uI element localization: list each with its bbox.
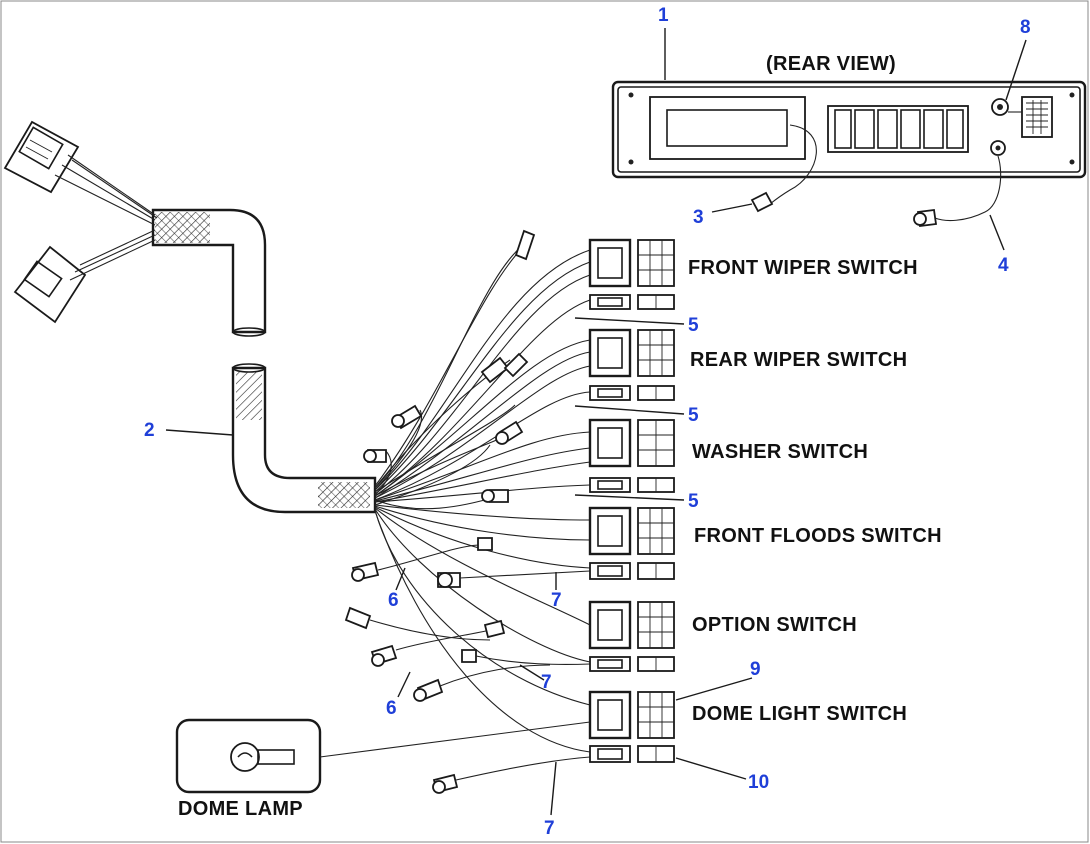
dome-light-switch-label: DOME LIGHT SWITCH	[692, 703, 907, 725]
washer-switch	[588, 418, 675, 493]
callout-3: 3	[693, 207, 704, 228]
pigtail-plugs	[344, 229, 591, 794]
front-floods-switch-label: FRONT FLOODS SWITCH	[694, 525, 942, 547]
callout-1: 1	[658, 5, 669, 26]
rear-wiper-switch-label: REAR WIPER SWITCH	[690, 349, 907, 371]
front-wiper-switch-label: FRONT WIPER SWITCH	[688, 257, 918, 279]
option-switch	[588, 600, 675, 672]
callout-7b: 7	[541, 672, 552, 693]
option-switch-label: OPTION SWITCH	[692, 614, 857, 636]
callout-7c: 7	[544, 818, 555, 839]
callout-7a: 7	[551, 590, 562, 611]
main-harness	[231, 363, 377, 514]
callout-4: 4	[998, 255, 1009, 276]
rear-view-label: (REAR VIEW)	[766, 53, 896, 75]
dome-lamp	[175, 718, 591, 794]
front-wiper-switch	[588, 238, 675, 310]
callout-8: 8	[1020, 17, 1031, 38]
callout-9: 9	[750, 659, 761, 680]
rear-view-panel	[611, 80, 1087, 228]
callout-6b: 6	[386, 698, 397, 719]
dome-light-switch	[588, 690, 675, 763]
callout-6a: 6	[388, 590, 399, 611]
upper-harness	[3, 120, 267, 337]
callout-5c: 5	[688, 491, 699, 512]
callout-5a: 5	[688, 315, 699, 336]
dome-lamp-label: DOME LAMP	[178, 798, 303, 820]
washer-switch-label: WASHER SWITCH	[692, 441, 868, 463]
callout-5b: 5	[688, 405, 699, 426]
rear-wiper-switch	[588, 328, 675, 401]
callout-2: 2	[144, 420, 155, 441]
callout-10: 10	[748, 772, 769, 793]
front-floods-switch	[588, 506, 675, 580]
leader-lines	[165, 28, 1027, 816]
